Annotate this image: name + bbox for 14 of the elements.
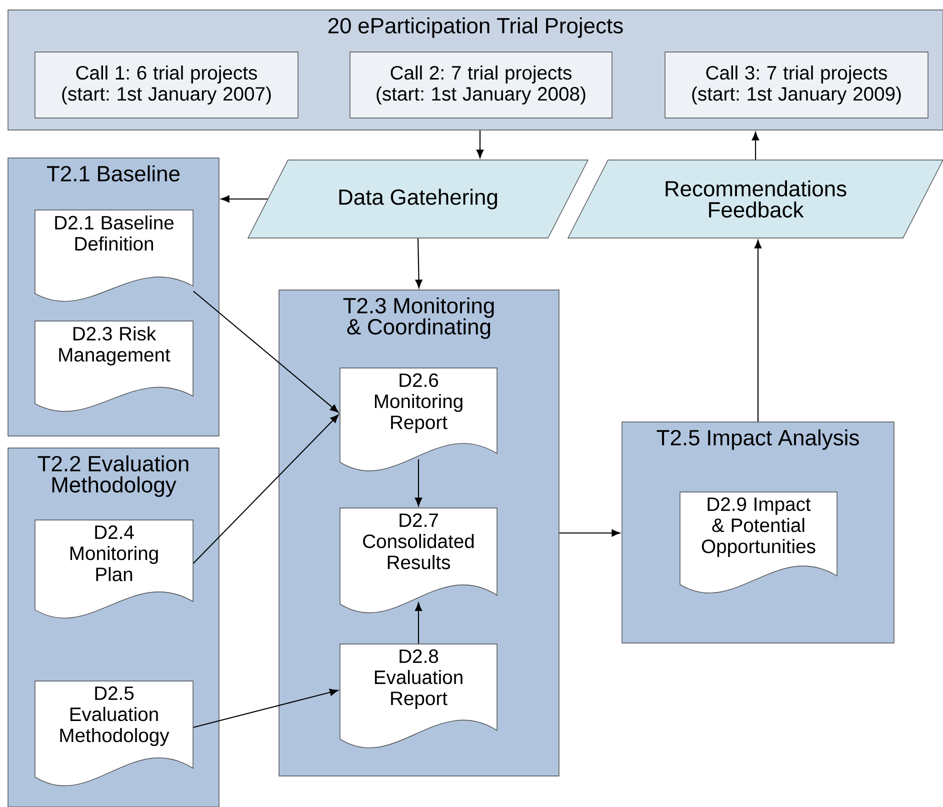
arrow [752,132,760,160]
arrow [414,459,422,506]
arrow [220,195,268,203]
arrow [192,414,339,564]
arrow [754,240,762,422]
arrow [193,290,339,413]
call-box: Call 2: 7 trial projects (start: 1st January 2008) [350,52,612,118]
arrow [559,529,620,537]
arrow [193,688,338,728]
arrow [415,238,422,288]
arrow [414,602,422,644]
arrow [476,130,484,158]
call-box: Call 1: 6 trial projects (start: 1st January 2007) [34,52,298,118]
call-box: Call 3: 7 trial projects (start: 1st January 2009) [664,52,928,118]
